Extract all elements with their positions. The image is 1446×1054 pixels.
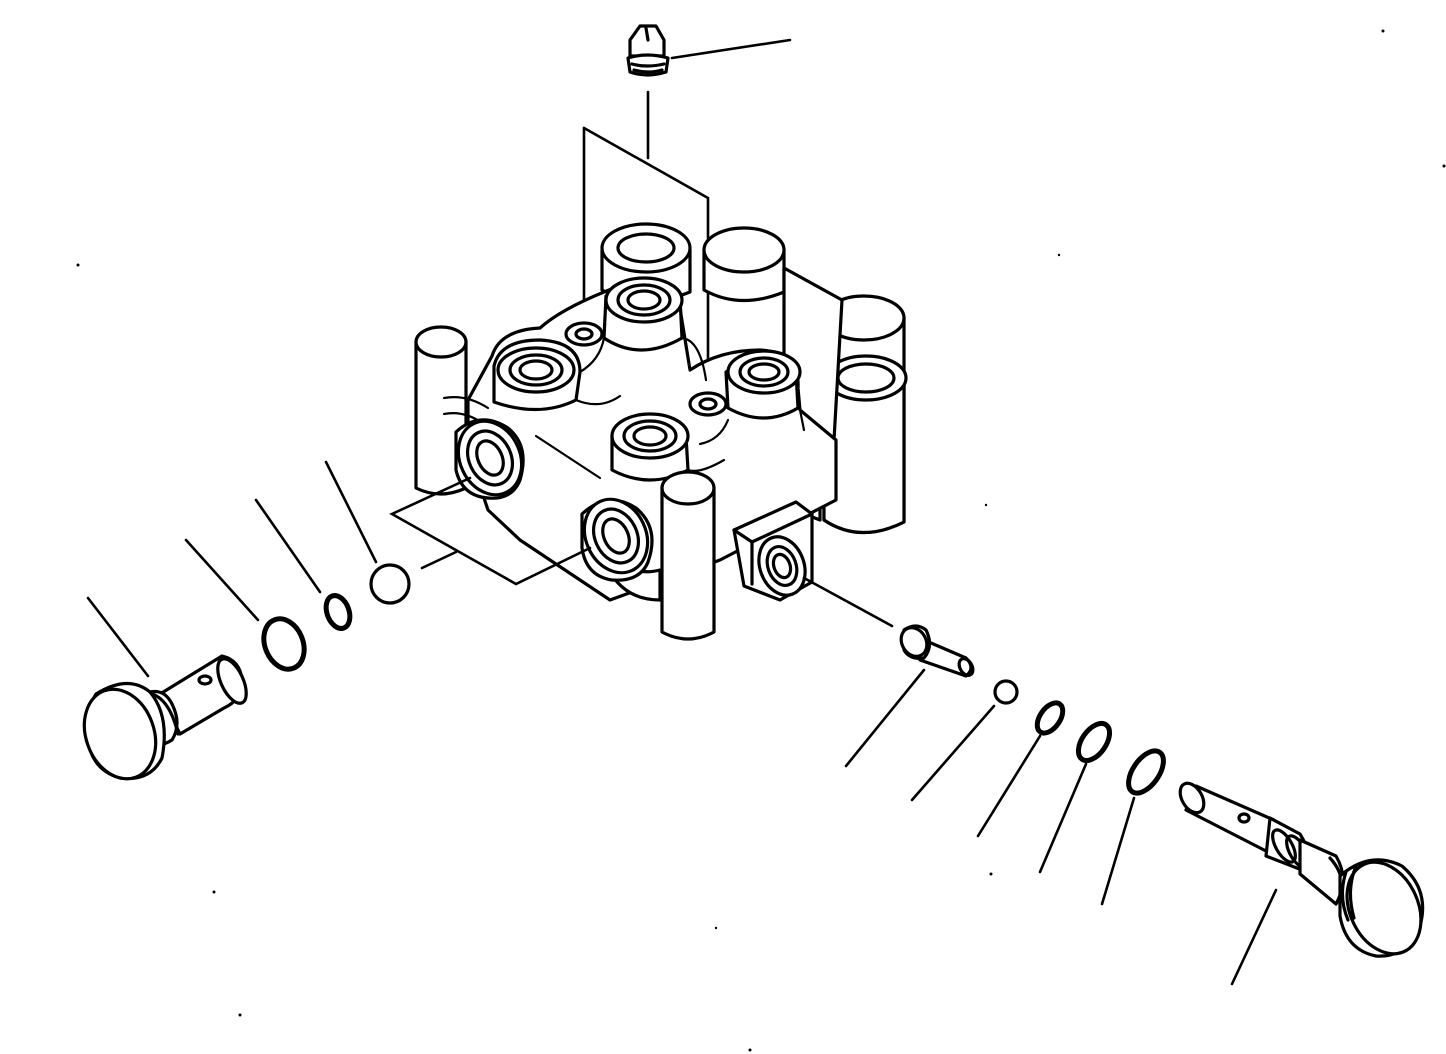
o-ring-right-small bbox=[1034, 700, 1066, 736]
leader-line bbox=[910, 704, 996, 802]
leader-line bbox=[1230, 888, 1278, 986]
o-ring-right-medium bbox=[1075, 720, 1113, 764]
leader-line bbox=[1038, 762, 1088, 874]
ball-right bbox=[993, 679, 1019, 705]
leader-line bbox=[254, 498, 322, 594]
ball-left bbox=[369, 563, 411, 605]
valve-body bbox=[414, 222, 908, 641]
leader-line bbox=[86, 596, 150, 678]
leader-line bbox=[1100, 796, 1136, 906]
scan-specks bbox=[76, 29, 1446, 1052]
o-ring-right-large bbox=[1126, 748, 1166, 796]
leader-line bbox=[324, 460, 378, 564]
o-ring-left-large bbox=[261, 616, 307, 672]
o-ring-left-small bbox=[323, 593, 353, 631]
reference-bracket bbox=[582, 126, 710, 382]
leader-line bbox=[670, 38, 792, 60]
pin bbox=[899, 624, 975, 678]
leader-line bbox=[844, 668, 926, 768]
reference-bracket bbox=[389, 476, 592, 586]
leader-line bbox=[420, 550, 458, 570]
spool-right bbox=[1178, 781, 1425, 958]
leader-line bbox=[802, 576, 894, 628]
bleeder-plug bbox=[626, 24, 670, 77]
leader-line bbox=[184, 538, 260, 622]
plug-left bbox=[82, 654, 248, 781]
leader-line bbox=[976, 734, 1042, 838]
